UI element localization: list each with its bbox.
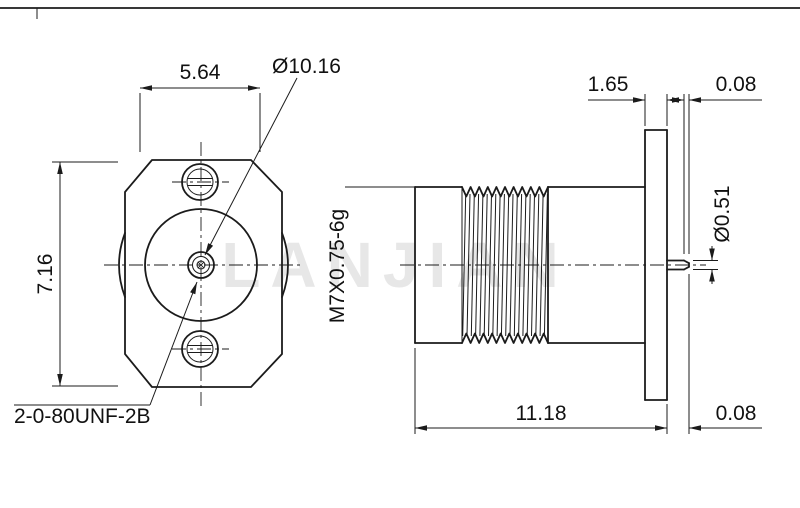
center-pin [666, 259, 690, 271]
dimension-arrow [709, 248, 715, 261]
dim-pin-diameter: Ø0.51 [693, 185, 734, 284]
dimension-arrow [248, 85, 260, 91]
body-arc-right [281, 232, 289, 298]
dim-pin-protrusion: 0.08 [688, 274, 762, 434]
dim-label-flange-thickness: 1.65 [588, 73, 629, 96]
hole-circle [186, 335, 214, 363]
dimension-arrow [57, 162, 63, 174]
dim-label-pin-diameter: Ø0.51 [711, 185, 734, 242]
center-contact [187, 251, 215, 279]
dimension-arrow [689, 425, 701, 431]
dim-tip-chamfer: 0.08 [672, 73, 762, 254]
front-view: 5.64 7.16 Ø10.16 2-0-80UNF-2B [14, 55, 341, 428]
leader-arrow [205, 243, 214, 255]
dimension-arrow [655, 425, 667, 431]
body-circle [144, 208, 258, 322]
leader-arrow [190, 282, 197, 295]
leader-coupling-thread: M7X0.75-6g [326, 186, 415, 323]
pin-chamfer [683, 265, 690, 271]
mounting-thread-label: 2-0-80UNF-2B [14, 405, 151, 428]
dim-front-width: 5.64 [139, 61, 261, 152]
dimension-arrow [633, 97, 645, 103]
dim-label-body-length: 11.18 [516, 402, 567, 425]
side-flange [644, 129, 668, 401]
coupling-thread-label: M7X0.75-6g [326, 209, 349, 323]
dim-label-width: 5.64 [180, 61, 221, 84]
side-view: M7X0.75-6g 1.65 0.08 [326, 73, 762, 434]
contact-bore-circle [192, 256, 210, 274]
thread-hatch-lines [462, 193, 548, 337]
leader-body-diameter: Ø10.16 [204, 55, 341, 256]
hole-counterbore-circle [181, 163, 219, 201]
thread-crest-top [461, 186, 549, 198]
side-body-outline [414, 186, 646, 344]
pin-chamfer [683, 259, 690, 265]
leader-line [149, 281, 198, 406]
thread-crest-bottom [461, 332, 549, 344]
mounting-hole-top [181, 163, 219, 201]
dimension-arrow [689, 97, 701, 103]
drawing-frame [0, 7, 800, 19]
dimension-arrow [415, 425, 427, 431]
dim-front-height: 7.16 [34, 161, 118, 387]
coupling-thread [461, 186, 549, 344]
socket-circle [196, 260, 206, 270]
hole-circle [186, 168, 214, 196]
dim-label-pin-protrusion: 0.08 [716, 402, 757, 425]
dim-flange-thickness: 1.65 [588, 73, 684, 126]
dimension-arrow [57, 374, 63, 386]
hole-counterbore-circle [181, 330, 219, 368]
dim-label-tip-chamfer: 0.08 [716, 73, 757, 96]
dim-label-body-diameter: Ø10.16 [272, 55, 341, 78]
leader-line [204, 77, 298, 256]
mounting-hole-bottom [181, 330, 219, 368]
socket-slot-line [197, 261, 205, 269]
dimension-arrow [709, 269, 715, 282]
dimension-arrow [672, 97, 684, 103]
dim-label-height: 7.16 [34, 254, 57, 295]
dimension-arrow [140, 85, 152, 91]
flange-outline [124, 159, 283, 388]
body-arc-left [118, 232, 126, 298]
dim-body-length: 11.18 [414, 348, 668, 434]
leader-mounting-thread: 2-0-80UNF-2B [14, 281, 198, 428]
dielectric-circle [187, 251, 215, 279]
